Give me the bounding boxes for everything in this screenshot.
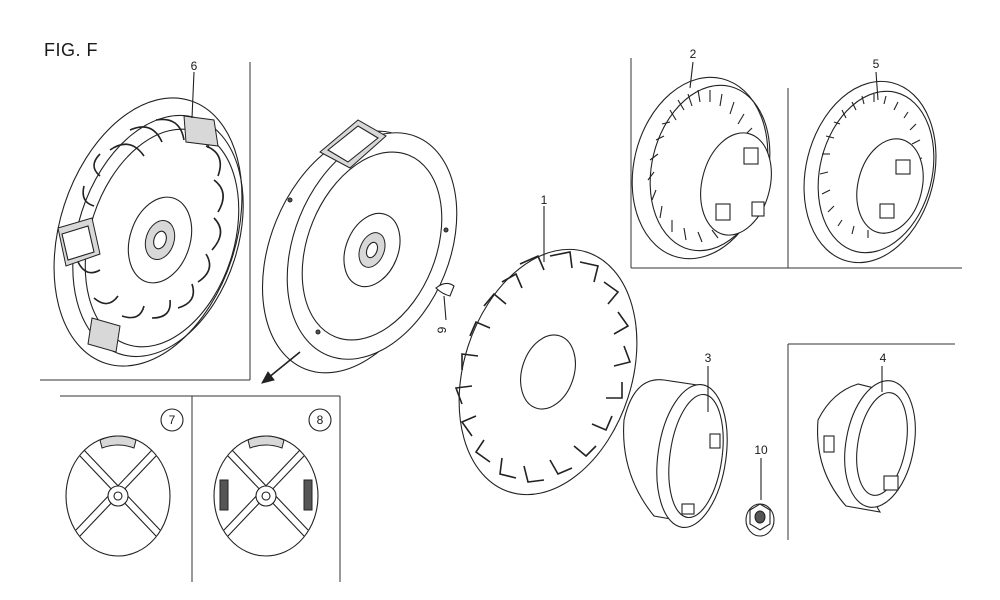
callout-7: 7 xyxy=(169,413,176,427)
key-part-9 xyxy=(435,282,455,321)
callout-2: 2 xyxy=(690,47,697,61)
starter-pulley-part-5 xyxy=(803,80,937,264)
figure-title: FIG. F xyxy=(44,40,98,60)
callout-3: 3 xyxy=(705,351,712,365)
callout-circle xyxy=(308,408,332,432)
frame-lines xyxy=(40,58,962,582)
flange-nut-part-10 xyxy=(745,458,775,537)
flywheel-assembly-part-6 xyxy=(53,97,244,367)
starter-cup-part-3 xyxy=(623,379,728,529)
callout-10: 10 xyxy=(754,443,768,457)
callout-1: 1 xyxy=(541,193,548,207)
detail-arrow xyxy=(261,351,301,384)
leader-lines xyxy=(191,61,883,412)
callout-9: 9 xyxy=(435,326,449,333)
callout-5: 5 xyxy=(873,57,880,71)
starter-cup-part-4 xyxy=(817,380,916,513)
cooling-fan-blades xyxy=(454,251,632,483)
rotor-detail-part-7 xyxy=(65,408,184,557)
callout-6: 6 xyxy=(191,59,198,73)
callout-8: 8 xyxy=(317,413,324,427)
rotor-detail-part-8 xyxy=(213,408,332,557)
starter-pulley-part-2 xyxy=(631,76,772,260)
flywheel-back-view xyxy=(261,119,458,374)
callout-4: 4 xyxy=(880,351,887,365)
cooling-fan-part-1 xyxy=(454,248,638,496)
callout-circle xyxy=(160,408,184,432)
